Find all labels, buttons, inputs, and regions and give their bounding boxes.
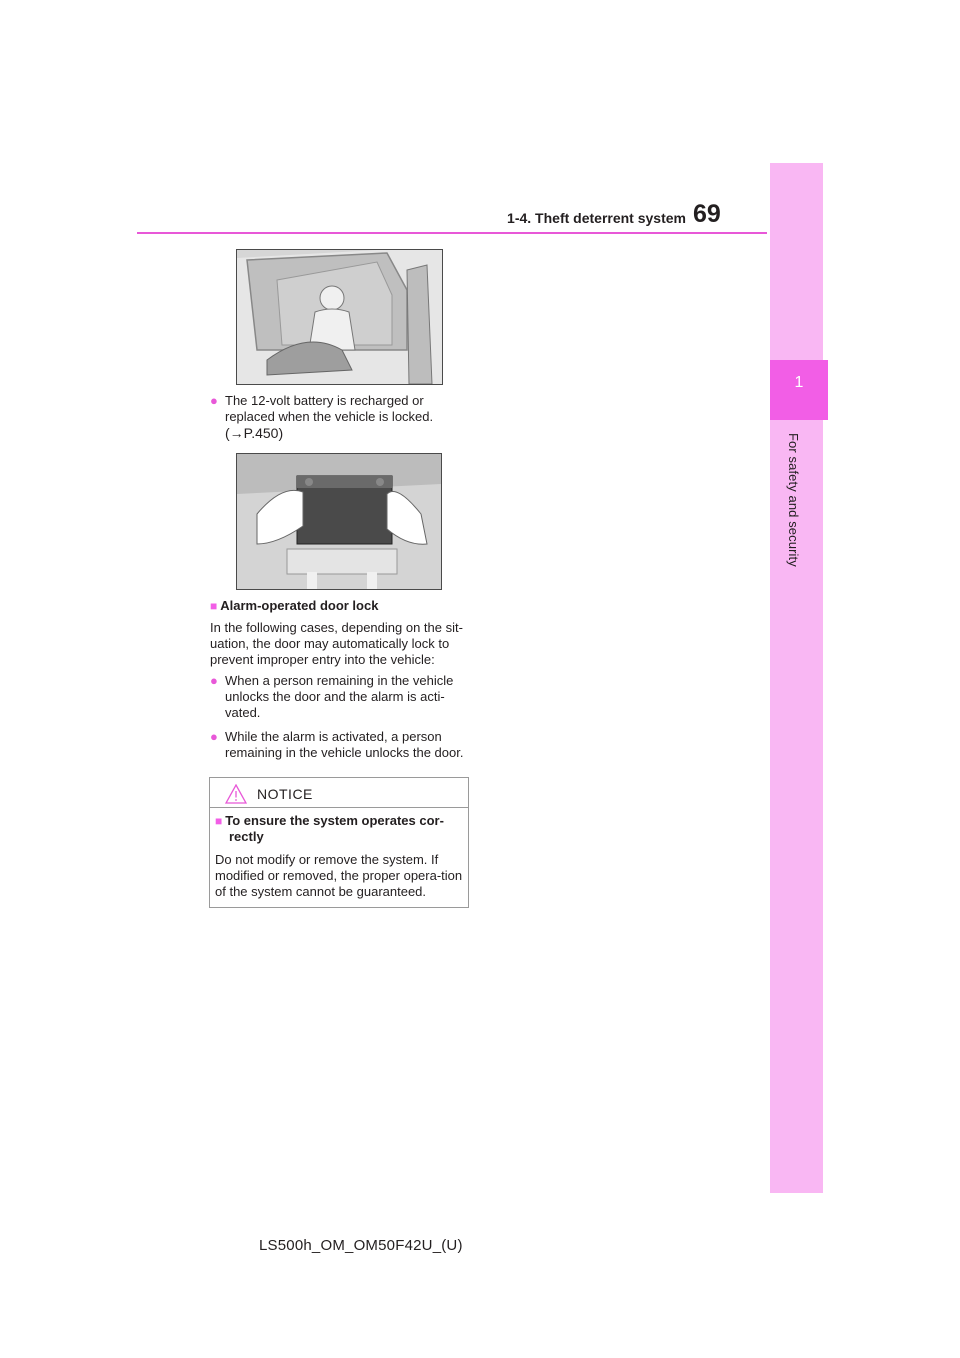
- list-item: ● While the alarm is activated, a person…: [210, 729, 472, 763]
- list-item: ● The 12-volt battery is recharged or re…: [210, 393, 472, 443]
- bullet-icon: ●: [210, 673, 218, 688]
- list-item: ● When a person remaining in the vehicle…: [210, 673, 472, 723]
- bullet-icon: ●: [210, 729, 218, 744]
- notice-divider: [209, 807, 469, 808]
- bullet-text: When a person remaining in the vehicle u…: [225, 673, 454, 720]
- manual-code-footer: LS500h_OM_OM50F42U_(U): [259, 1237, 463, 1254]
- notice-box: [209, 777, 469, 908]
- page-number: 69: [693, 200, 721, 228]
- notice-heading: ■To ensure the system operates cor- rect…: [215, 813, 460, 845]
- warning-triangle-icon: [224, 783, 248, 809]
- notice-heading-line1: To ensure the system operates cor-: [225, 813, 444, 828]
- notice-title: NOTICE: [257, 786, 313, 802]
- bullet-icon: ●: [210, 393, 218, 408]
- driver-in-vehicle-illustration: [236, 249, 443, 385]
- chapter-label: For safety and security: [786, 433, 801, 567]
- bullet-text: While the alarm is activated, a person r…: [225, 729, 464, 760]
- square-bullet-icon: ■: [215, 814, 223, 828]
- notice-body: Do not modify or remove the system. If m…: [215, 852, 463, 899]
- square-bullet-icon: ■: [210, 599, 218, 613]
- alarm-door-lock-heading: ■Alarm-operated door lock: [210, 598, 378, 613]
- battery-illustration: [236, 453, 442, 590]
- chapter-number: 1: [794, 374, 804, 391]
- notice-heading-line2: rectly: [229, 829, 264, 844]
- chapter-tab[interactable]: [770, 360, 828, 420]
- section-title: 1-4. Theft deterrent system: [507, 210, 686, 226]
- header-rule: [137, 232, 767, 234]
- heading-text: Alarm-operated door lock: [220, 598, 379, 613]
- page-reference-link[interactable]: (→P.450): [225, 425, 284, 441]
- side-tab-strip: [770, 163, 823, 1193]
- alarm-intro-paragraph: In the following cases, depending on the…: [210, 620, 463, 667]
- bullet-text: The 12-volt battery is recharged or repl…: [225, 393, 434, 424]
